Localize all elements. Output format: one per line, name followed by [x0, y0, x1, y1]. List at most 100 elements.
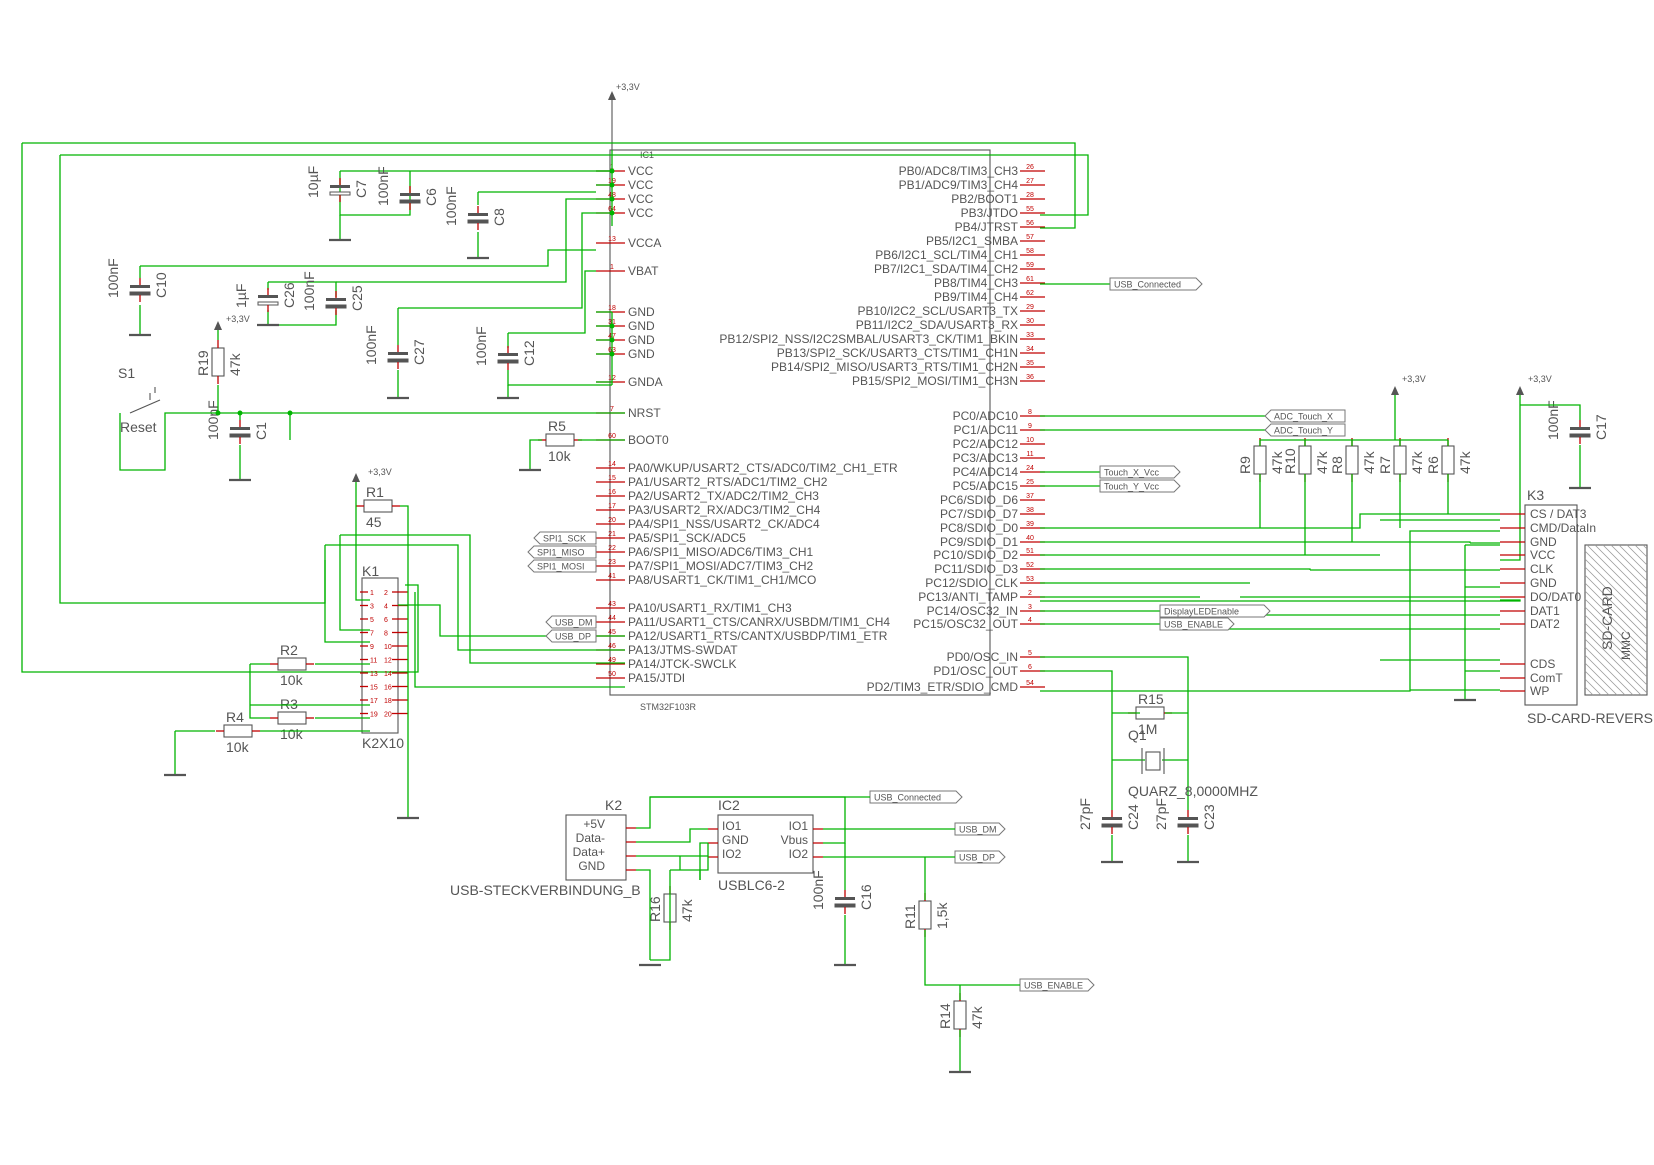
mcu-pin-num: 44: [608, 615, 616, 622]
k1-pin-num: 12: [384, 658, 392, 665]
mcu-pin-num: 41: [608, 573, 616, 580]
crystal-q1[interactable]: Q1 QUARZ_8,0000MHZ: [1128, 727, 1258, 799]
mcu-pin-num: 35: [1026, 360, 1034, 367]
mcu-pin-num: 14: [608, 461, 616, 468]
mcu-pin-right[interactable]: 33PB12/SPI2_NSS/I2C2SMBAL/USART3_CK/TIM1…: [719, 332, 1045, 346]
reset-switch-s1[interactable]: S1 Reset +3,3V: [118, 314, 625, 480]
mcu-pin-label: PA15/JTDI: [628, 671, 685, 685]
mcu-pin-label: PC4/ADC14: [953, 465, 1019, 479]
k1-pin-num: 10: [384, 644, 392, 651]
usblc6-ic2[interactable]: IC2 IO1 GND IO2 IO1 Vbus IO2 USBLC6-2: [717, 797, 814, 893]
usb-connector-k2[interactable]: K2 +5V Data- Data+ GND USB-STECKVERBINDU…: [450, 797, 641, 898]
sd-card-k3[interactable]: K3 SD-CARD-REVERS CS / DAT3CMD/DataInGND…: [1500, 487, 1653, 726]
mcu-pin-num: 60: [608, 433, 616, 440]
capacitor-name: C24: [1125, 804, 1141, 830]
k1-pin-num: 4: [384, 604, 388, 611]
k3-card-sublabel: MMC: [1619, 631, 1633, 660]
mcu-pin-label: PB5/I2C1_SMBA: [926, 234, 1018, 248]
resistor-name: R15: [1138, 691, 1164, 707]
